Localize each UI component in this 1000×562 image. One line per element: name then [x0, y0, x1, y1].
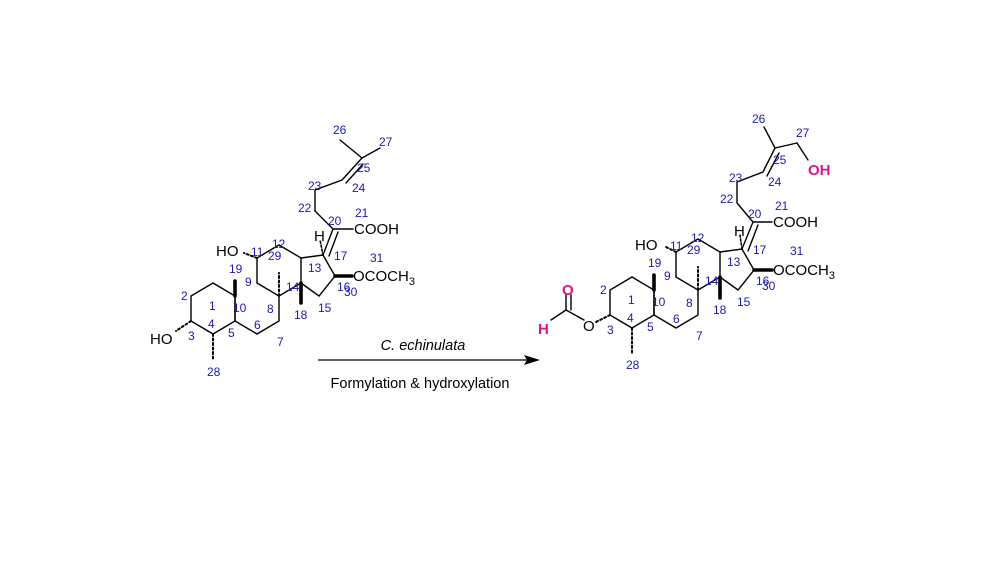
reactant-locant-7: 7 [277, 335, 284, 349]
product-atom-labels: H O O HO COOH OCOCH3 H OH [538, 162, 835, 338]
product-locant-22: 22 [720, 192, 734, 206]
product-locant-10: 10 [652, 295, 666, 309]
reactant-locant-20: 20 [328, 214, 342, 228]
product-locant-11: 11 [670, 239, 683, 253]
reactant-locant-11: 11 [251, 245, 264, 259]
product-locant-5: 5 [647, 320, 654, 334]
reactant-locants: 1 2 3 4 5 6 7 8 9 10 11 12 13 14 15 16 1… [181, 123, 393, 379]
arrow-head-icon [524, 355, 540, 365]
product-locant-15: 15 [737, 295, 751, 309]
product-oh27-label: OH [808, 162, 831, 179]
reagent-label: C. echinulata [381, 338, 466, 354]
reaction-arrow: C. echinulata Formylation & hydroxylatio… [318, 338, 540, 392]
product-oh11-label: HO [635, 237, 658, 254]
reactant-structure: HO HO COOH OCOCH3 H 1 2 3 4 5 6 7 8 9 10… [150, 123, 415, 379]
product-locant-28: 28 [626, 358, 640, 372]
product-locant-1: 1 [628, 293, 635, 307]
reactant-locant-5: 5 [228, 326, 235, 340]
reactant-locant-17: 17 [334, 249, 348, 263]
reactant-oh3-label: HO [150, 331, 173, 348]
reactant-locant-22: 22 [298, 201, 312, 215]
reactant-locant-9: 9 [245, 275, 252, 289]
product-structure: H O O HO COOH OCOCH3 H OH 1 2 3 4 5 6 7 … [538, 112, 835, 372]
product-locant-16: 16 [756, 274, 770, 288]
product-locant-17: 17 [753, 243, 767, 257]
product-cooh-label: COOH [773, 214, 818, 231]
reactant-locant-3: 3 [188, 329, 195, 343]
reactant-locant-30: 30 [344, 285, 358, 299]
product-locant-30: 30 [762, 279, 776, 293]
product-formyl-o-label: O [562, 282, 574, 299]
product-locants: 1 2 3 4 5 6 7 8 9 10 11 12 13 14 15 16 1… [600, 112, 810, 372]
reactant-locant-6: 6 [254, 318, 261, 332]
reactant-locant-26: 26 [333, 123, 347, 137]
product-locant-14: 14 [705, 274, 719, 288]
product-locant-24: 24 [768, 175, 782, 189]
reactant-locant-25: 25 [357, 161, 371, 175]
reactant-oh11-label: HO [216, 243, 239, 260]
product-locant-6: 6 [673, 312, 680, 326]
product-ester-label: OCOCH3 [773, 262, 835, 282]
reactant-bonds [175, 139, 381, 361]
product-h13-label: H [734, 223, 745, 240]
reactant-locant-4: 4 [208, 317, 215, 331]
product-locant-8: 8 [686, 296, 693, 310]
product-locant-18: 18 [713, 303, 727, 317]
product-locant-19: 19 [648, 256, 662, 270]
reactant-locant-31: 31 [370, 251, 384, 265]
reactant-locant-1: 1 [209, 299, 216, 313]
product-locant-3: 3 [607, 323, 614, 337]
reactant-locant-23: 23 [308, 179, 322, 193]
reactant-locant-13: 13 [308, 261, 322, 275]
reactant-locant-18: 18 [294, 308, 308, 322]
reactant-locant-12: 12 [272, 237, 286, 251]
product-locant-4: 4 [627, 311, 634, 325]
product-locant-21: 21 [775, 199, 789, 213]
product-formyl-h-label: H [538, 321, 549, 338]
conditions-label: Formylation & hydroxylation [331, 376, 510, 392]
reactant-h13-label: H [314, 228, 325, 245]
reactant-cooh-label: COOH [354, 221, 399, 238]
reactant-locant-19: 19 [229, 262, 243, 276]
product-locant-25: 25 [773, 153, 787, 167]
reactant-locant-2: 2 [181, 289, 188, 303]
reactant-locant-8: 8 [267, 302, 274, 316]
reactant-locant-10: 10 [233, 301, 247, 315]
reactant-ester-label: OCOCH3 [353, 268, 415, 288]
reactant-locant-14: 14 [286, 280, 300, 294]
product-o3-label: O [583, 318, 595, 335]
product-bonds [550, 126, 809, 354]
product-locant-13: 13 [727, 255, 741, 269]
reactant-locant-16: 16 [337, 280, 351, 294]
product-locant-23: 23 [729, 171, 743, 185]
reactant-locant-21: 21 [355, 206, 369, 220]
reactant-locant-29: 29 [268, 249, 282, 263]
reactant-locant-24: 24 [352, 181, 366, 195]
product-locant-9: 9 [664, 269, 671, 283]
product-locant-27: 27 [796, 126, 810, 140]
product-locant-2: 2 [600, 283, 607, 297]
reactant-locant-28: 28 [207, 365, 221, 379]
product-locant-29: 29 [687, 243, 701, 257]
reactant-locant-27: 27 [379, 135, 393, 149]
reactant-locant-15: 15 [318, 301, 332, 315]
product-locant-26: 26 [752, 112, 766, 126]
product-locant-12: 12 [691, 231, 705, 245]
product-locant-7: 7 [696, 329, 703, 343]
reactant-atom-labels: HO HO COOH OCOCH3 H [150, 221, 415, 348]
product-locant-31: 31 [790, 244, 804, 258]
product-locant-20: 20 [748, 207, 762, 221]
